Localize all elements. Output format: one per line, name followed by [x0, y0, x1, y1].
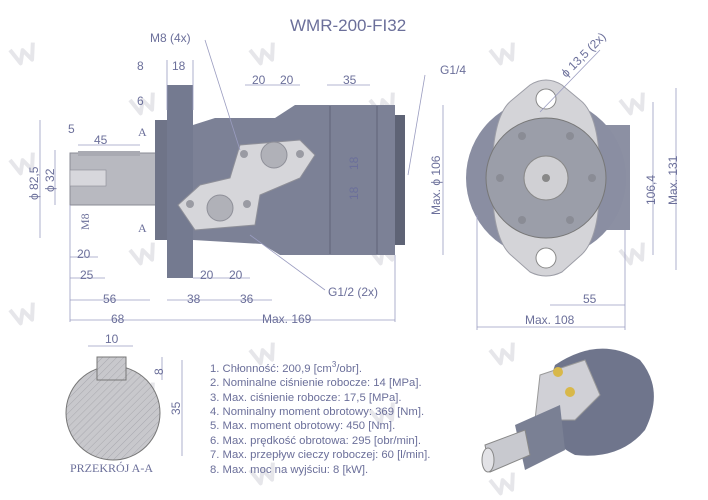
shaft-thread-hole	[69, 169, 107, 187]
dim-8: 8	[152, 368, 166, 375]
motor-3d-render	[481, 348, 654, 473]
drawing-title: WMR-200-FI32	[290, 16, 406, 35]
bolt-hole	[296, 150, 304, 158]
watermark-logo	[8, 152, 35, 176]
section-mark-a: A	[138, 221, 147, 235]
cover-bolts	[496, 132, 596, 224]
spec-item: 1. Chłonność: 200,9 [cm3/obr].	[210, 358, 430, 376]
spec-text: 1. Chłonność: 200,9 [cm	[210, 362, 332, 375]
watermark-logo	[488, 472, 515, 496]
dim-6: 6	[137, 94, 144, 108]
spec-item: 8. Max. moc na wyjściu: 8 [kW].	[210, 463, 430, 477]
dim-45: 45	[94, 133, 108, 147]
dim-m8: M8	[78, 213, 92, 230]
dim-max-dia-106: Max. ϕ 106	[429, 155, 443, 215]
watermark-logo	[618, 242, 645, 266]
spec-text: /obr].	[336, 362, 363, 375]
watermark-logo	[618, 92, 645, 116]
watermark-logo	[488, 342, 515, 366]
spec-text: 6. Max. prędkość obrotowa: 295 [obr/min]…	[210, 434, 421, 447]
dim-106-4: 106,4	[644, 175, 658, 205]
dim-g1-2-2x: G1/2 (2x)	[328, 285, 378, 299]
spec-text: 7. Max. przepływ cieczy roboczej: 60 [l/…	[210, 449, 431, 462]
dim-10: 10	[105, 332, 119, 346]
dim-max-108: Max. 108	[525, 313, 575, 327]
dimension-lines	[88, 345, 183, 456]
spec-text: 2. Nominalne ciśnienie robocze: 14 [MPa]…	[210, 377, 422, 390]
spec-item: 6. Max. prędkość obrotowa: 295 [obr/min]…	[210, 434, 430, 448]
dim-max-131: Max. 131	[666, 155, 680, 205]
dim-36: 36	[240, 292, 254, 306]
port-hole	[206, 194, 234, 222]
dim-68: 68	[111, 312, 125, 326]
watermark-logo	[248, 462, 275, 486]
dimension-lines	[476, 49, 677, 330]
spec-item: 2. Nominalne ciśnienie robocze: 14 [MPa]…	[210, 376, 430, 390]
dim-18: 18	[347, 186, 361, 200]
spec-text: 8. Max. moc na wyjściu: 8 [kW].	[210, 463, 369, 476]
pilot	[155, 120, 169, 240]
dim-20: 20	[229, 268, 243, 282]
dim-20: 20	[77, 247, 91, 261]
dim-18: 18	[347, 156, 361, 170]
rear-cap	[395, 115, 405, 245]
spec-item: 3. Max. ciśnienie robocze: 17,5 [MPa].	[210, 391, 430, 405]
dim-38: 38	[187, 292, 201, 306]
bolt-hole	[243, 200, 251, 208]
section-label: PRZEKRÓJ A-A	[70, 461, 153, 475]
dim-56: 56	[103, 292, 117, 306]
front-view: ϕ 13,5 (2x) 106,4 Max. 131 55 Max. 108	[466, 30, 680, 330]
dim-g1-4: G1/4	[440, 63, 466, 77]
port-hole	[260, 141, 288, 169]
key-section	[96, 356, 127, 381]
section-mark-a: A	[138, 125, 147, 139]
dimension-lines	[39, 39, 444, 322]
side-view: M8 (4x) 8 18 6 20 20 35 G1/4 5 45 A A ϕ …	[27, 31, 466, 326]
mounting-flange	[167, 85, 193, 278]
specifications-list: 1. Chłonność: 200,9 [cm3/obr].2. Nominal…	[210, 358, 430, 477]
spec-text: 5. Max. moment obrotowy: 450 [Nm].	[210, 420, 396, 433]
section-a-a: 10 8 35 PRZEKRÓJ A-A	[65, 332, 183, 475]
dim-20: 20	[200, 268, 214, 282]
dim-max-169: Max. 169	[262, 312, 312, 326]
watermark-logo	[128, 242, 155, 266]
watermark-logo	[8, 42, 35, 66]
dim-20: 20	[280, 73, 294, 87]
dim-8: 8	[137, 59, 144, 73]
dim-dia-82-5: ϕ 82,5	[27, 166, 41, 200]
watermark-logo	[8, 302, 35, 326]
shaft-key	[78, 151, 140, 156]
dim-35: 35	[169, 401, 183, 415]
spec-item: 5. Max. moment obrotowy: 450 [Nm].	[210, 419, 430, 433]
watermark-logo	[488, 42, 515, 66]
spec-item: 7. Max. przepływ cieczy roboczej: 60 [l/…	[210, 448, 430, 462]
watermark-logo	[368, 402, 395, 426]
watermark-logo	[128, 92, 155, 116]
bolt-hole	[186, 200, 194, 208]
mounting-hole	[535, 247, 557, 269]
dim-dia-32: ϕ 32	[43, 168, 57, 192]
watermark-logo	[248, 342, 275, 366]
watermark-logo	[248, 42, 275, 66]
spec-item: 4. Nominalny moment obrotowy: 369 [Nm].	[210, 405, 430, 419]
shaft-center	[542, 174, 550, 182]
dim-55: 55	[583, 292, 597, 306]
spec-text: 3	[331, 360, 337, 369]
dim-18: 18	[172, 59, 186, 73]
mounting-hole	[535, 88, 557, 110]
spec-text: 4. Nominalny moment obrotowy: 369 [Nm].	[210, 405, 425, 418]
dim-25: 25	[80, 268, 94, 282]
dim-dia-13-5-2x: ϕ 13,5 (2x)	[558, 30, 609, 81]
dim-20: 20	[252, 73, 266, 87]
dim-m8-4x: M8 (4x)	[150, 31, 191, 45]
bolt-hole	[240, 150, 248, 158]
dim-5: 5	[68, 122, 75, 136]
dim-35: 35	[343, 73, 357, 87]
spec-text: 3. Max. ciśnienie robocze: 17,5 [MPa].	[210, 391, 402, 404]
